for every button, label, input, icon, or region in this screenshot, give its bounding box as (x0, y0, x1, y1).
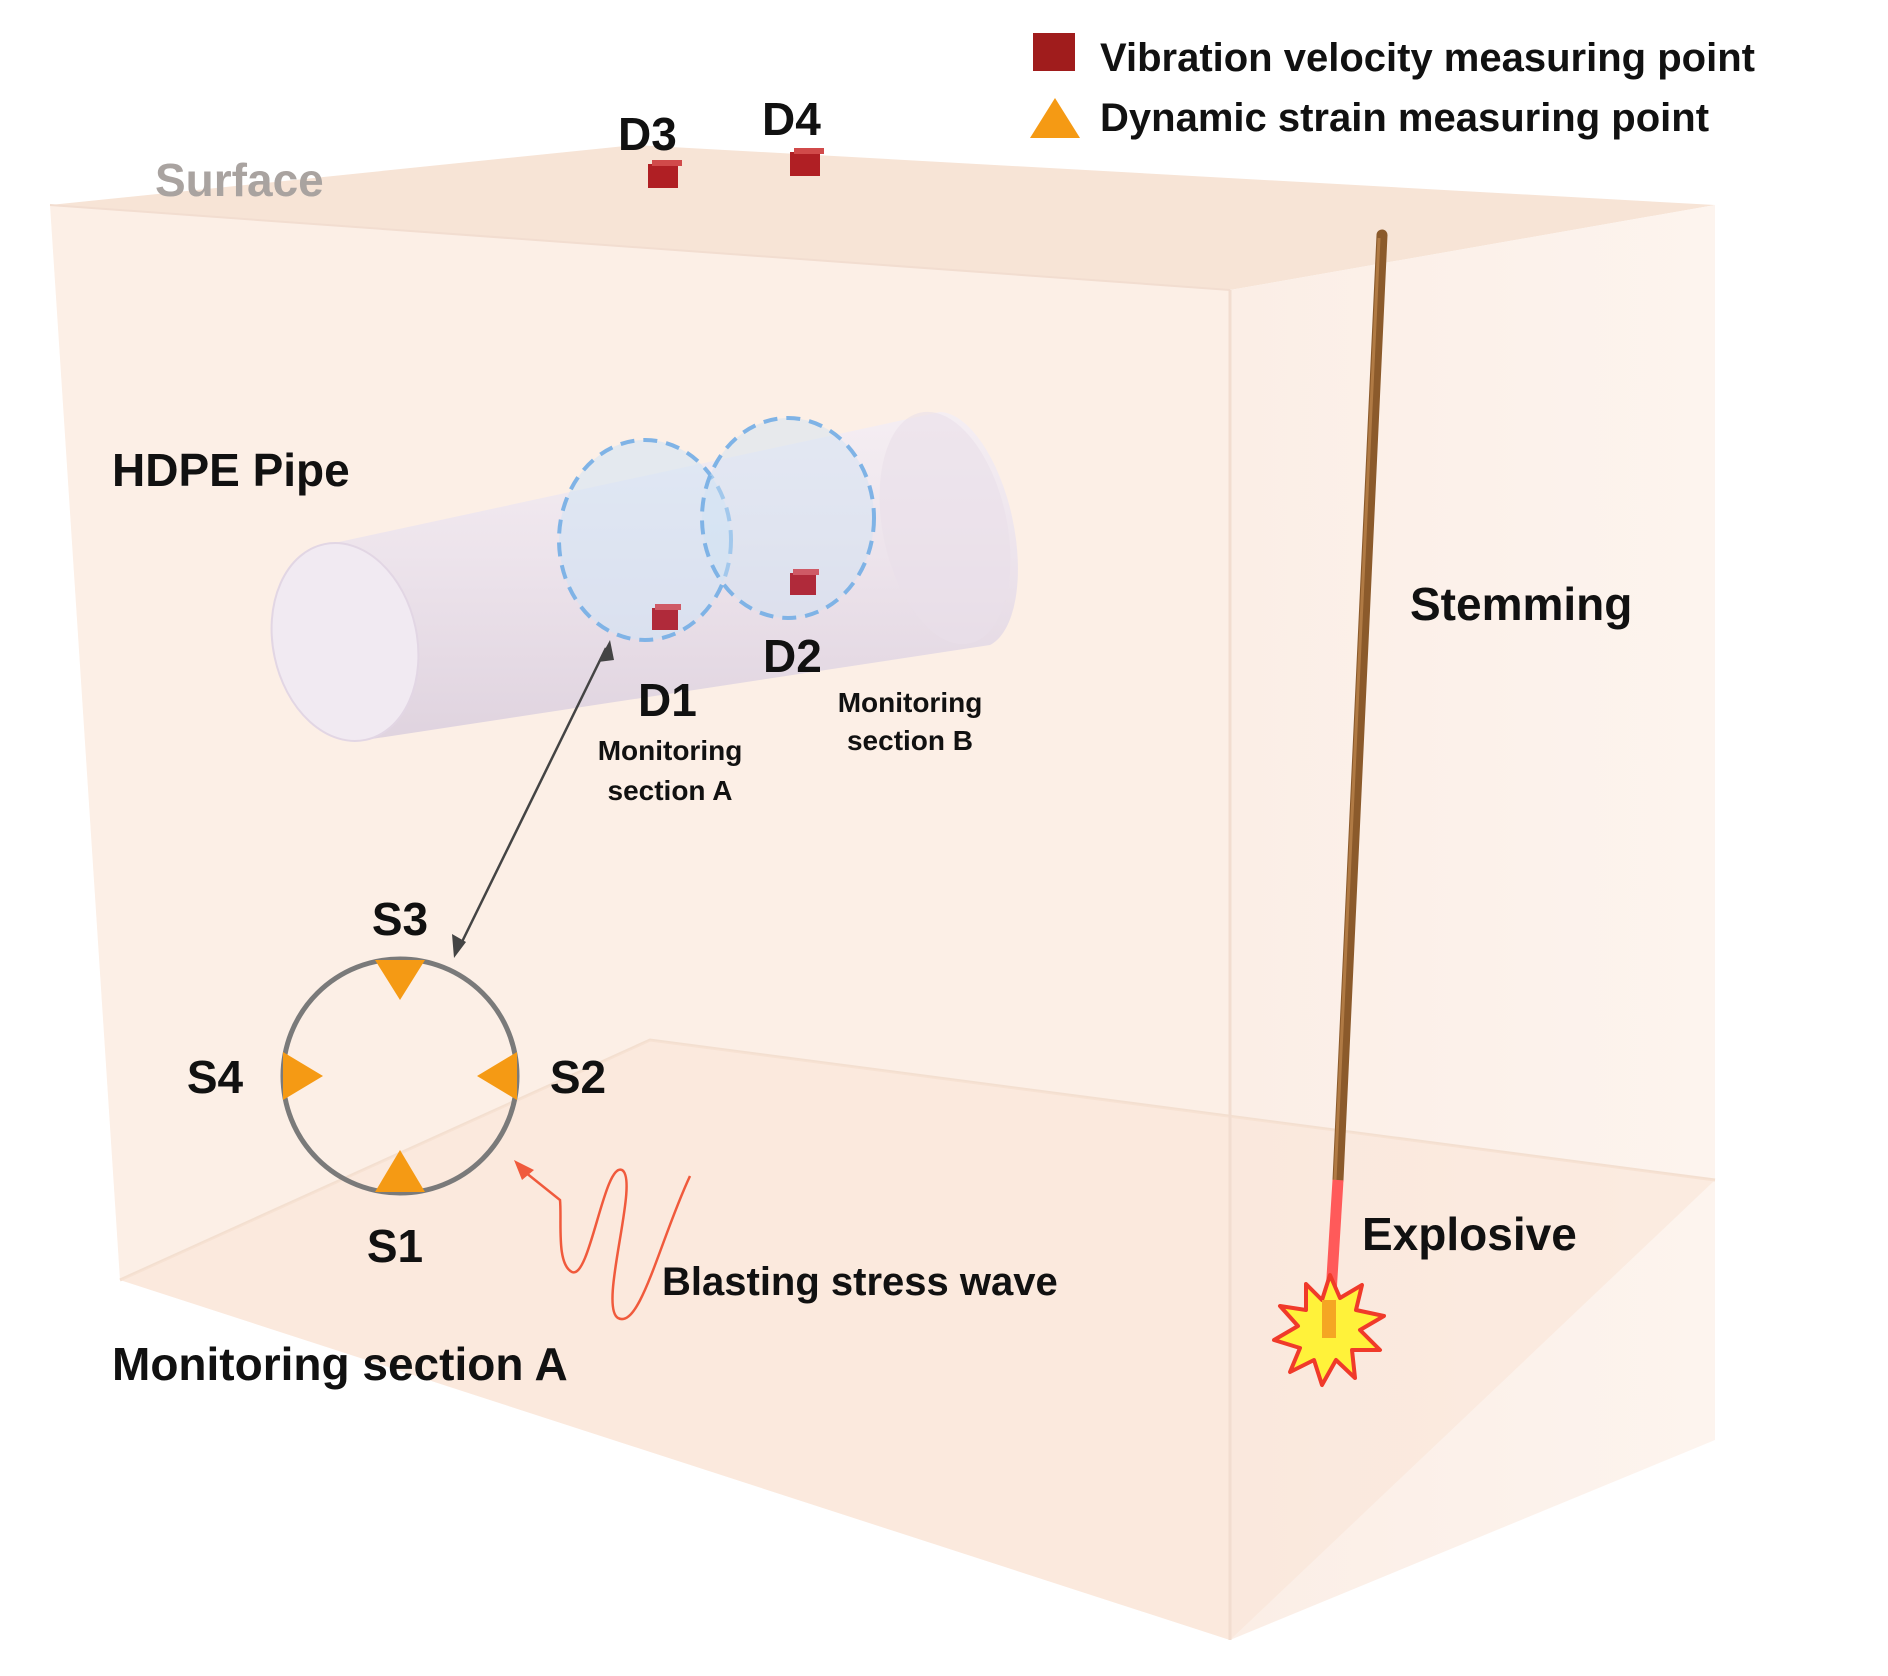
section-a-caption-line1: Monitoring (598, 735, 743, 766)
monitoring-section-a-title: Monitoring section A (112, 1338, 568, 1390)
section-b-caption-line1: Monitoring (838, 687, 983, 718)
d4-sensor (790, 148, 824, 176)
monitoring-section-a-circle (557, 438, 733, 642)
d3-sensor (648, 160, 682, 188)
hdpe-pipe-label: HDPE Pipe (112, 444, 350, 496)
s1-marker (375, 1150, 425, 1192)
section-link-arrow (452, 640, 614, 958)
s3-marker (375, 960, 425, 1000)
pipe-end-cap (270, 542, 420, 742)
s4-marker (283, 1052, 323, 1100)
s2-label: S2 (550, 1051, 606, 1103)
explosive-label: Explosive (1362, 1208, 1577, 1260)
pipe-far-end (879, 411, 1011, 645)
s3-label: S3 (372, 893, 428, 945)
box-top-face (50, 145, 1715, 290)
blasting-wave-label: Blasting stress wave (662, 1260, 1058, 1304)
legend-strain-label: Dynamic strain measuring point (1100, 96, 1709, 140)
d4-label: D4 (762, 93, 821, 145)
stemming-highlight (1333, 237, 1381, 1181)
d3-label: D3 (618, 108, 677, 160)
stemming-column (1332, 229, 1388, 1186)
legend-strain-marker (1030, 98, 1080, 138)
s2-marker (477, 1052, 517, 1100)
d2-sensor (790, 569, 819, 595)
wave-arrowhead (514, 1160, 534, 1180)
blasting-wave (514, 1160, 692, 1321)
stemming-label: Stemming (1410, 578, 1632, 630)
section-b-caption-line2: section B (847, 725, 973, 756)
s4-label: S4 (187, 1051, 244, 1103)
box-edge (49, 204, 1231, 291)
box-bottom-face (120, 1040, 1715, 1640)
legend: Vibration velocity measuring point Dynam… (1030, 33, 1755, 140)
monitoring-section-b-circle (700, 416, 876, 620)
d1-sensor (652, 604, 681, 630)
legend-vibration-label: Vibration velocity measuring point (1100, 36, 1755, 80)
legend-vibration-marker (1033, 33, 1075, 71)
explosion-burst-icon (1272, 1273, 1386, 1387)
s1-label: S1 (367, 1220, 423, 1272)
d2-label: D2 (763, 630, 822, 682)
surface-label: Surface (155, 154, 324, 206)
section-a-caption-line2: section A (608, 775, 733, 806)
d1-label: D1 (638, 674, 697, 726)
soil-box (49, 145, 1716, 1640)
